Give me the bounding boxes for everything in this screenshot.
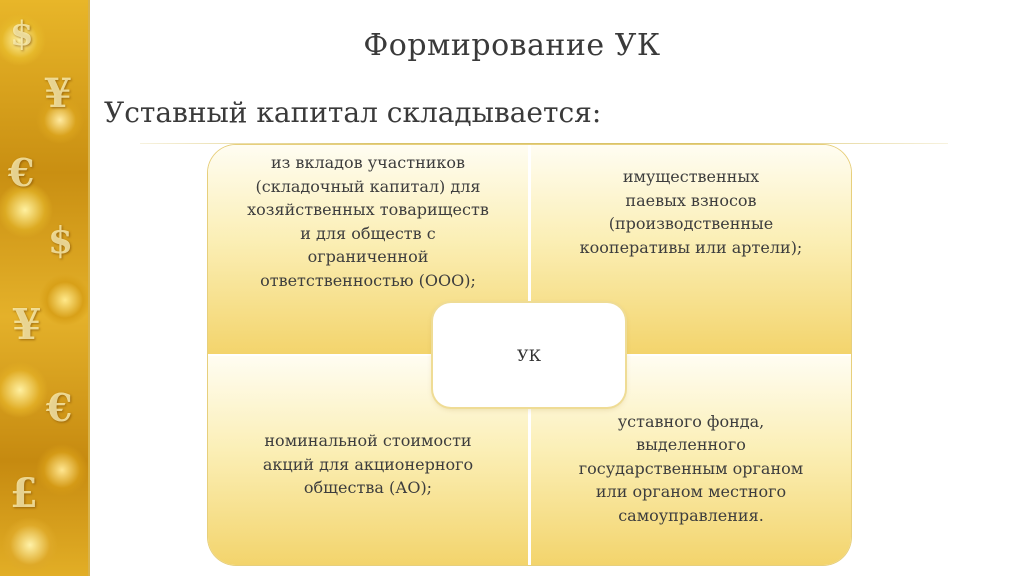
pound-icon: £ (10, 470, 38, 517)
divider-line (140, 143, 948, 144)
quadrant-bottom-left-text: номинальной стоимости акций для акционер… (262, 431, 474, 498)
center-label-box: УК (433, 303, 625, 407)
slide-subtitle: Уставный капитал складывается: (104, 96, 602, 129)
center-label: УК (517, 345, 541, 365)
quadrant-top-right-text: имущественных паевых взносов (производст… (579, 167, 803, 257)
yen-icon: ¥ (44, 70, 72, 117)
euro-icon: € (46, 385, 73, 430)
quadrant-bottom-right-text: уставного фонда, выделенного государстве… (578, 411, 804, 525)
euro-icon: € (8, 150, 35, 195)
dollar-icon: $ (48, 220, 74, 262)
gold-currency-coins-icon: $ ¥ € $ ¥ € £ (0, 0, 90, 576)
yen-icon: ¥ (12, 300, 42, 349)
quadrant-top-right: имущественных паевых взносов (производст… (531, 145, 851, 354)
quadrant-top-left-text: из вкладов участников (складочный капита… (247, 153, 489, 290)
dollar-icon: $ (10, 14, 34, 54)
slide-title: Формирование УК (363, 28, 661, 63)
